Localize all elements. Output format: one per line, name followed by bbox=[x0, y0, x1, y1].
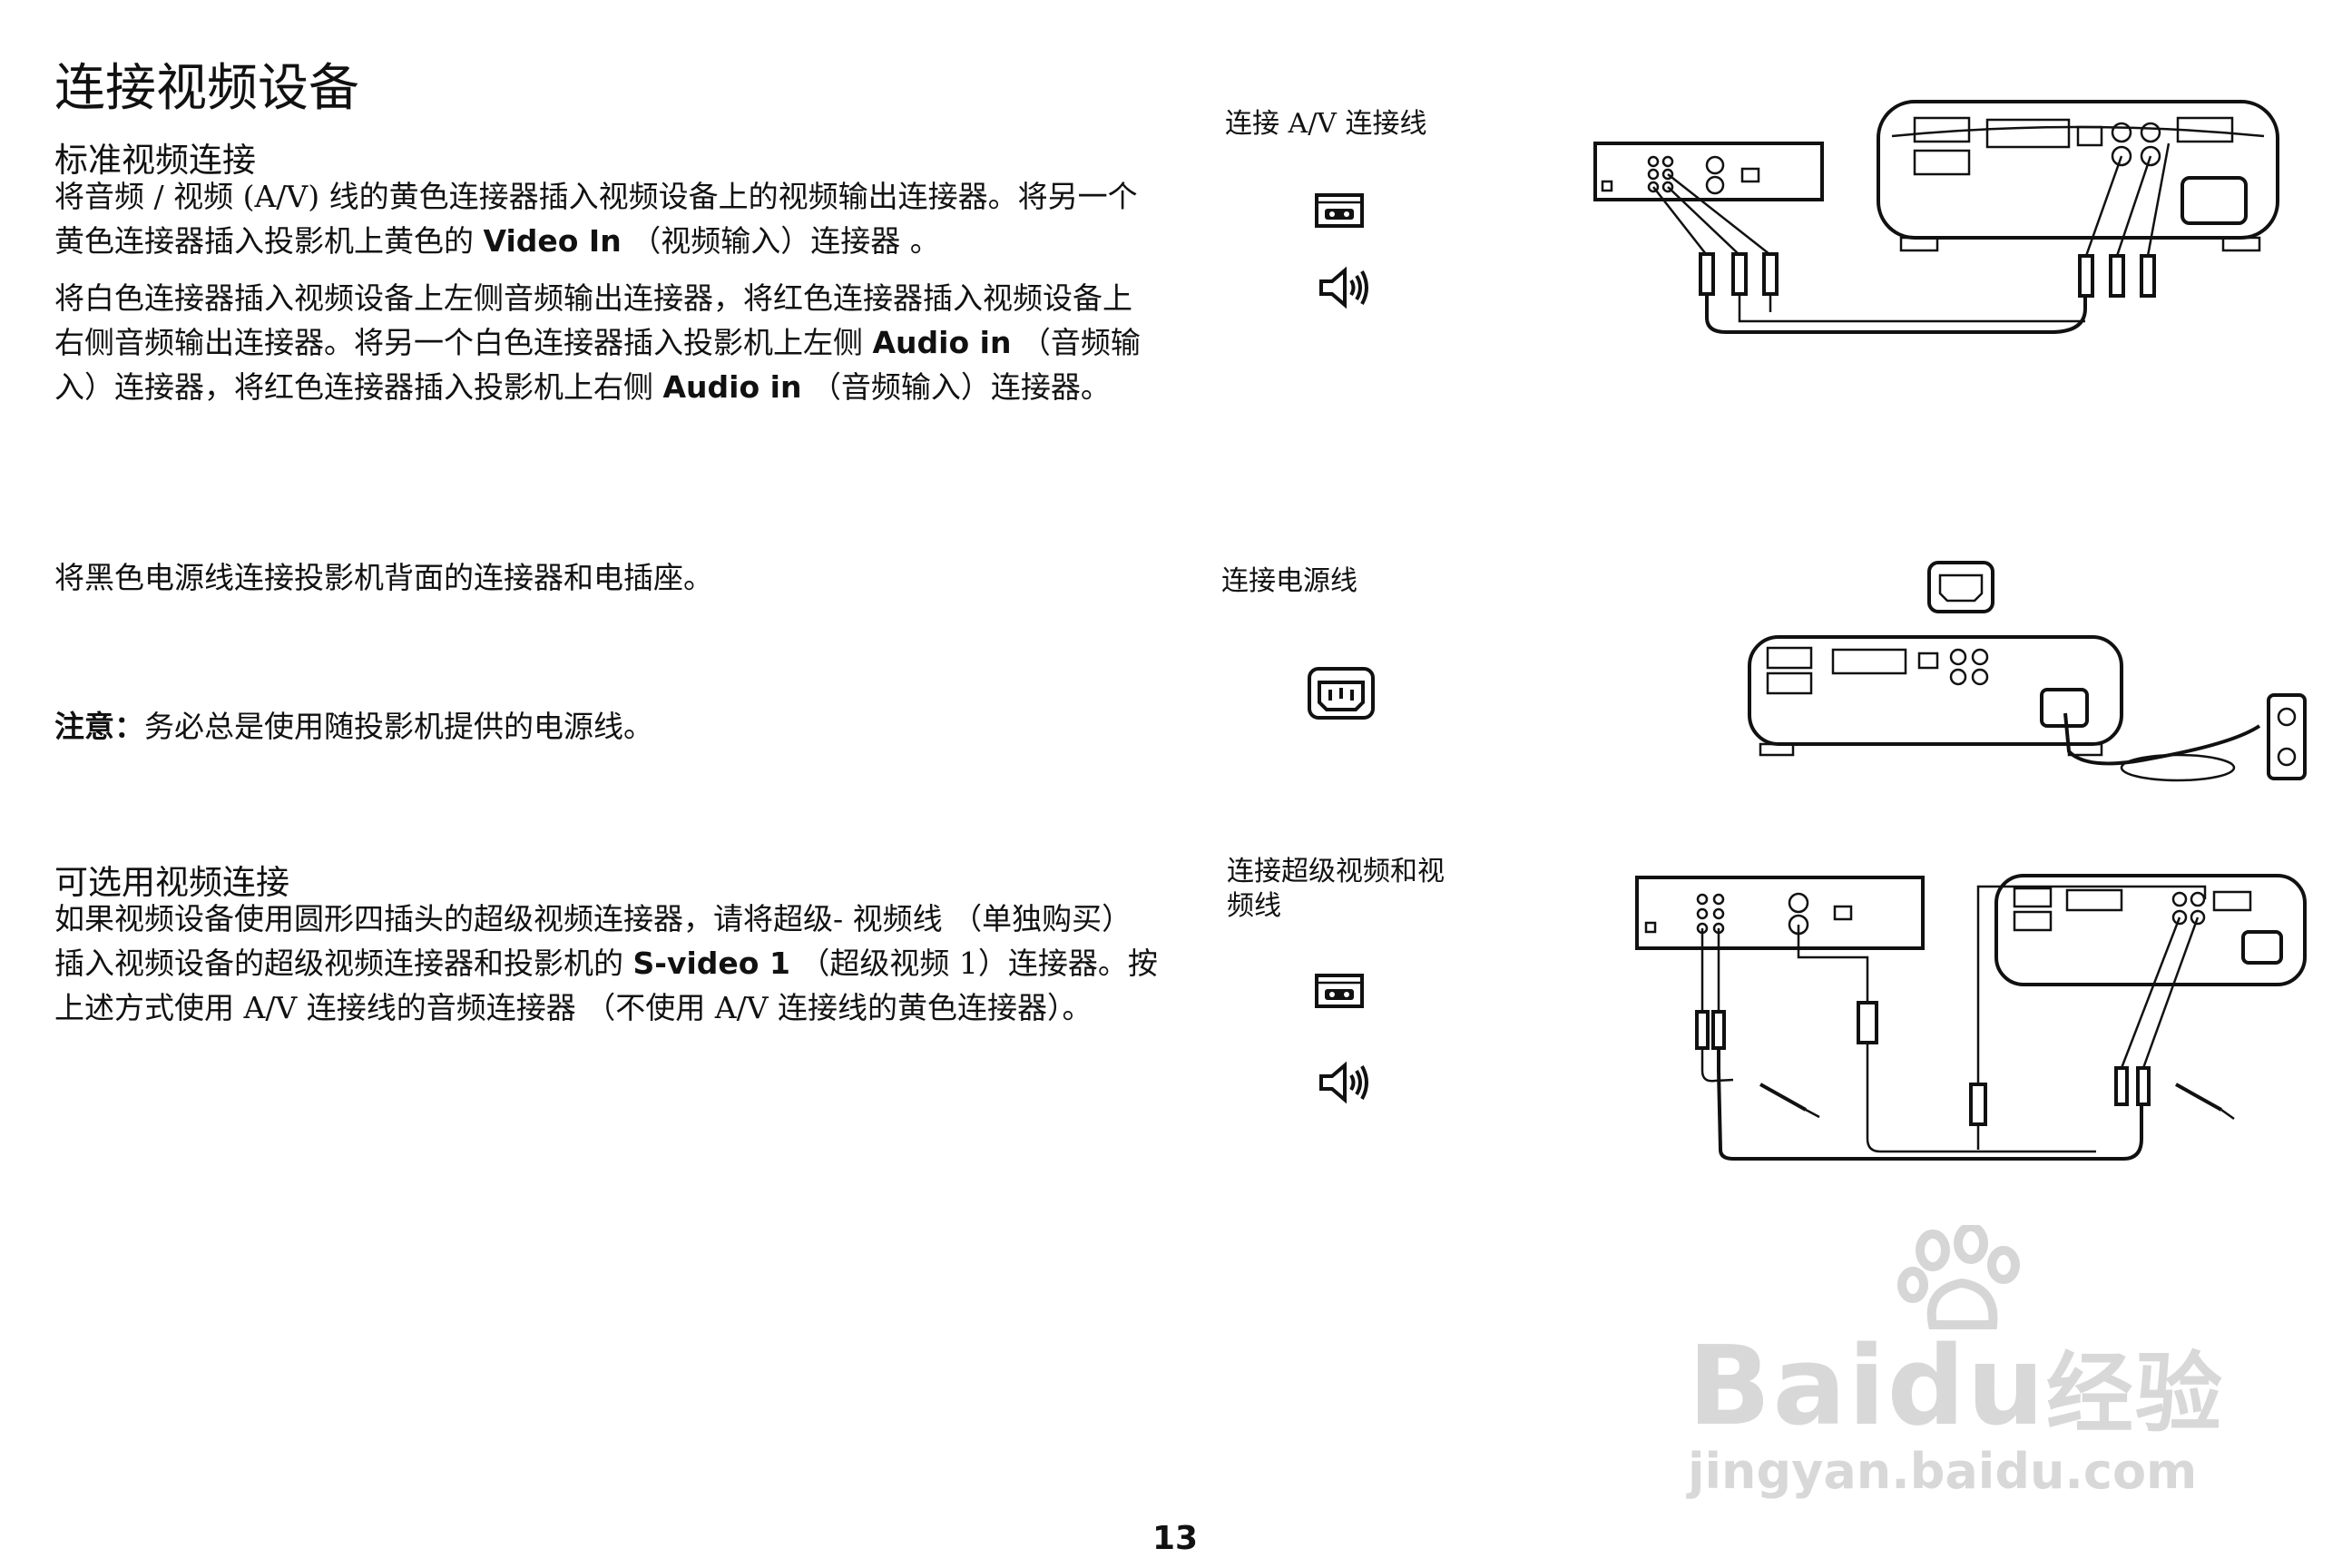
page-title: 连接视频设备 bbox=[54, 59, 359, 118]
audio-speaker-icon bbox=[1319, 266, 1368, 309]
video-device bbox=[1635, 876, 1925, 950]
term-audio-in: Audio in bbox=[872, 325, 1012, 360]
watermark-brand-latin: Bai bbox=[1688, 1324, 1887, 1450]
term-video-in: Video In bbox=[483, 223, 622, 259]
av-cable bbox=[1652, 142, 2171, 334]
projector bbox=[1994, 874, 2307, 986]
note-label: 注意： bbox=[54, 709, 144, 744]
video-connector-icon bbox=[1315, 974, 1364, 1008]
watermark-brand: Baidu经验 bbox=[1688, 1323, 2224, 1450]
watermark-brand-cn: 经验 bbox=[2045, 1343, 2224, 1445]
margin-label-av: 连接 A/V 连接线 bbox=[1225, 108, 1427, 140]
power-cord bbox=[2063, 712, 2261, 782]
margin-label-power: 连接电源线 bbox=[1221, 565, 1357, 597]
section-heading-optional: 可选用视频连接 bbox=[54, 863, 289, 902]
margin-label-svideo: 连接超级视频和视频线 bbox=[1227, 856, 1445, 922]
term-s-video: S-video 1 bbox=[632, 946, 790, 981]
text-run: （音频输入）连接器，将红色连接器插入投影机上右侧 bbox=[54, 325, 1141, 405]
power-note: 注意：务必总是使用随投影机提供的电源线。 bbox=[54, 704, 1161, 749]
term-audio-in: Audio in bbox=[662, 369, 802, 405]
watermark-url: jingyan.baidu.com bbox=[1688, 1443, 2198, 1500]
svideo-connection-diagram bbox=[1635, 874, 2307, 1161]
text-run: （音频输入）连接器。 bbox=[801, 369, 1111, 405]
baidu-jingyan-watermark: Baidu经验 jingyan.baidu.com bbox=[1688, 1225, 2232, 1524]
text-run: 将白色连接器插入视频设备上左侧音频输出连接器，将红色连接器插入视频设备上右侧音频… bbox=[54, 280, 1132, 360]
video-device bbox=[1593, 142, 1824, 201]
watermark-brand-du: du bbox=[1886, 1324, 2046, 1450]
av-connection-diagram bbox=[1593, 100, 2279, 334]
power-connector-icon bbox=[1308, 667, 1375, 720]
projector bbox=[1748, 635, 2123, 757]
svideo-cable bbox=[1695, 885, 2235, 1161]
optional-paragraph: 如果视频设备使用圆形四插头的超级视频连接器，请将超级- 视频线 （单独购买）插入… bbox=[54, 897, 1161, 1030]
text-run: （超级视频 1）连接器。按上述方式使用 A/V 连接线的音频连接器 （不使用 A… bbox=[54, 946, 1158, 1025]
power-paragraph: 将黑色电源线连接投影机背面的连接器和电插座。 bbox=[54, 560, 713, 595]
standard-paragraph-1: 将音频 / 视频 (A/V) 线的黄色连接器插入视频设备上的视频输出连接器。将另… bbox=[54, 174, 1161, 263]
video-connector-icon bbox=[1315, 193, 1364, 228]
text-run: 如果视频设备使用圆形四插头的超级视频连接器，请将超级- 视频线 （单独购买）插入… bbox=[54, 901, 1132, 981]
page-number: 13 bbox=[1152, 1520, 1199, 1557]
note-text: 务必总是使用随投影机提供的电源线。 bbox=[144, 709, 653, 744]
section-heading-standard: 标准视频连接 bbox=[54, 141, 256, 180]
text-run: （视频输入）连接器 。 bbox=[621, 223, 940, 259]
projector bbox=[1877, 100, 2279, 252]
power-connection-diagram bbox=[1748, 561, 2307, 782]
standard-paragraph-2: 将白色连接器插入视频设备上左侧音频输出连接器，将红色连接器插入视频设备上右侧音频… bbox=[54, 276, 1161, 409]
wall-outlet bbox=[2267, 693, 2307, 780]
paw-logo-icon bbox=[1897, 1225, 2020, 1329]
audio-speaker-icon bbox=[1319, 1061, 1368, 1104]
power-connector-icon bbox=[1927, 561, 1994, 613]
text-run: 将音频 / 视频 (A/V) 线的黄色连接器插入视频设备上的视频输出连接器。将另… bbox=[54, 179, 1138, 259]
